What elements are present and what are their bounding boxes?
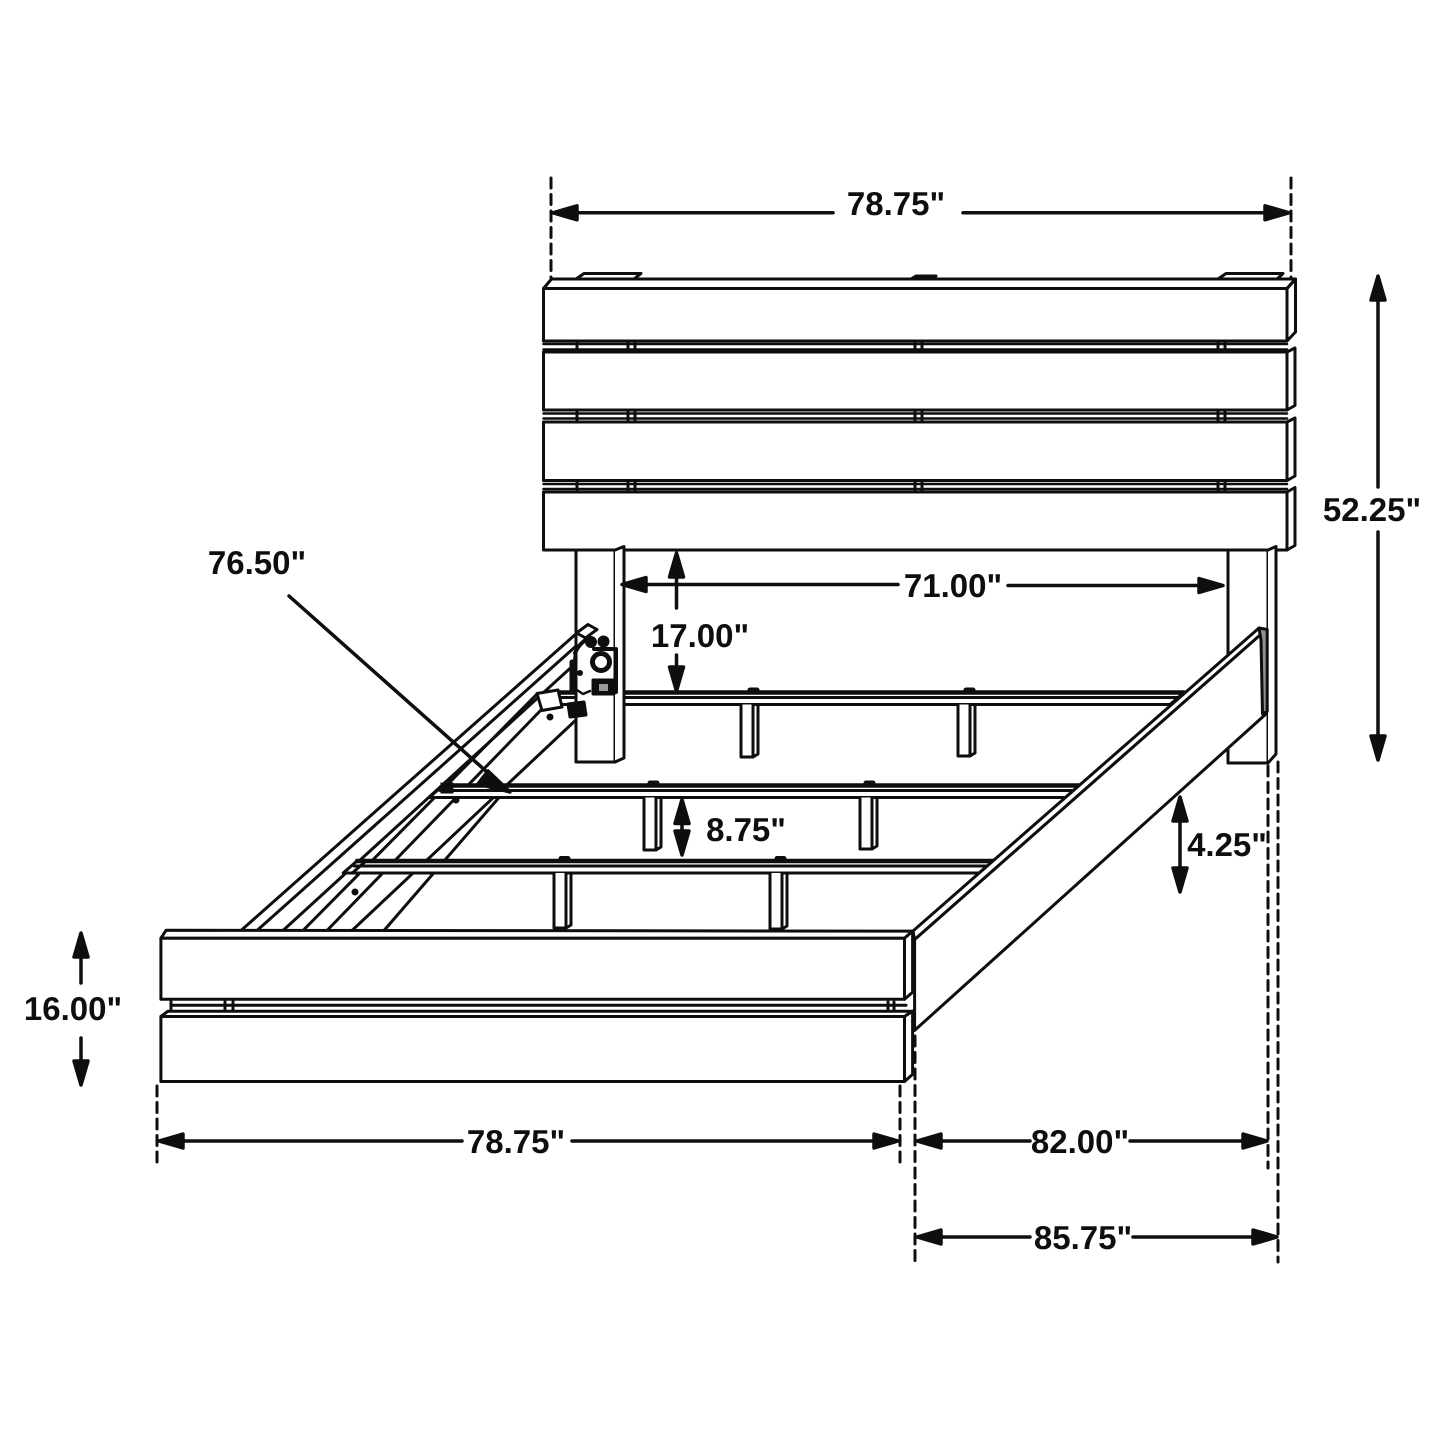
svg-text:4.25": 4.25" xyxy=(1187,826,1267,863)
svg-text:16.00": 16.00" xyxy=(24,990,122,1027)
svg-text:76.50": 76.50" xyxy=(208,544,306,581)
svg-text:85.75": 85.75" xyxy=(1034,1219,1132,1256)
svg-text:78.75": 78.75" xyxy=(467,1123,565,1160)
svg-text:78.75": 78.75" xyxy=(847,185,945,222)
svg-text:71.00": 71.00" xyxy=(904,567,1002,604)
svg-text:82.00": 82.00" xyxy=(1031,1123,1129,1160)
svg-text:17.00": 17.00" xyxy=(651,617,749,654)
svg-text:52.25": 52.25" xyxy=(1323,491,1421,528)
svg-text:8.75": 8.75" xyxy=(706,811,786,848)
